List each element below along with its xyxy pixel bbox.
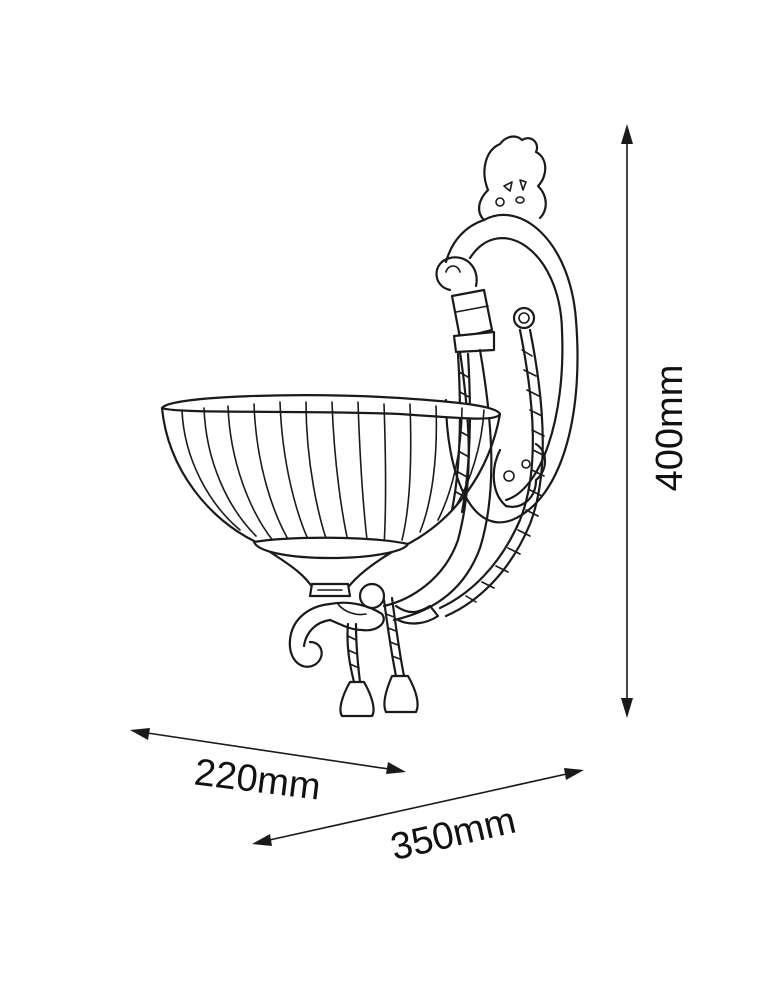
depth-arrow-left <box>130 728 150 740</box>
twisted-rope-long <box>438 328 546 618</box>
tassel-left <box>339 622 375 718</box>
height-arrow-bottom <box>621 698 633 718</box>
bowl-shade <box>160 394 502 598</box>
depth-label: 220mm <box>192 752 323 809</box>
lamp-arm <box>382 256 496 625</box>
height-dimension: 400mm <box>621 124 691 718</box>
depth-arrow-right <box>386 762 406 774</box>
bottom-ornament <box>288 582 386 668</box>
depth-dim-line <box>133 730 403 772</box>
tassel-right <box>382 596 419 714</box>
width-dim-line <box>255 770 581 844</box>
width-arrow-right <box>564 768 584 780</box>
width-arrow-left <box>252 834 272 846</box>
height-label: 400mm <box>649 365 691 492</box>
depth-dimension: 220mm <box>130 728 406 809</box>
height-arrow-top <box>621 124 633 144</box>
